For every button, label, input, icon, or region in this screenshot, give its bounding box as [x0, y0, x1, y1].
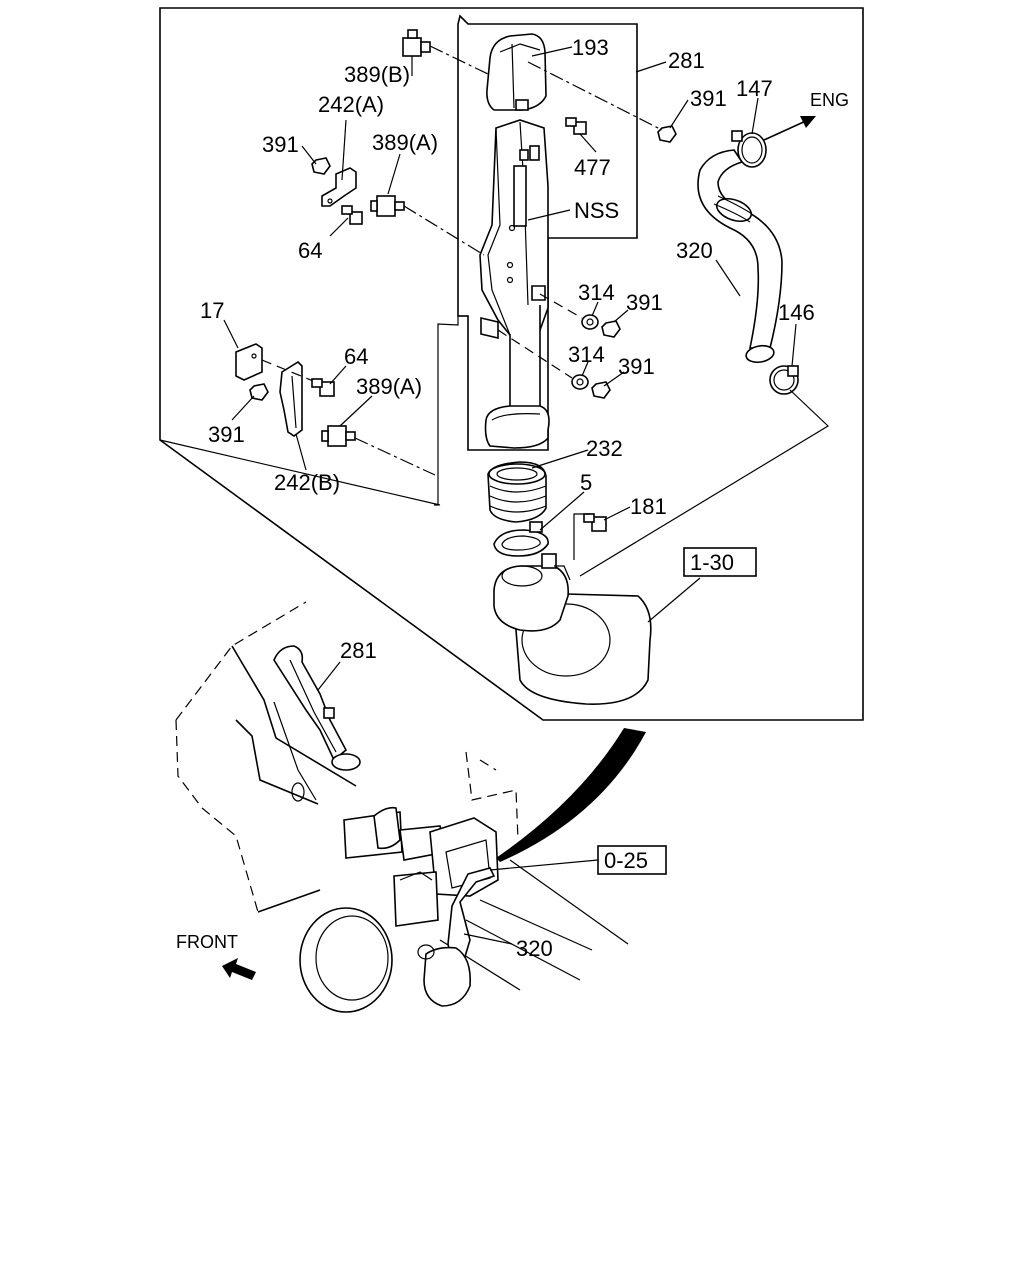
label-64-a: 64: [298, 238, 322, 263]
plate-17: [235, 343, 263, 381]
label-391-c: 391: [626, 290, 663, 315]
label-391-a: 391: [690, 86, 727, 111]
leader-389b-duct: [429, 45, 491, 76]
callout-wedge: [496, 728, 646, 862]
label-5: 5: [580, 470, 592, 495]
front-arrow: [222, 958, 256, 980]
cab-overview: [175, 601, 519, 913]
frame-bridge: [434, 315, 468, 506]
hose-clamp-146: [769, 365, 799, 395]
cab-hose-320: [417, 867, 496, 1007]
leader-389a-bottom-duct: [354, 437, 436, 476]
washer-314-b: [571, 374, 589, 390]
leader-314-duct-a: [539, 293, 583, 319]
nut-391-left: [311, 157, 331, 175]
label-477: 477: [574, 155, 611, 180]
leader-130-body: [647, 577, 701, 623]
label-leaders: [223, 46, 797, 945]
label-17: 17: [200, 298, 224, 323]
band-5: [493, 521, 549, 557]
nut-391-bottom-left: [249, 383, 269, 401]
intake-hose-320: [697, 149, 783, 364]
label-242b: 242(B): [274, 470, 340, 495]
rubber-mount-389b: [402, 29, 431, 57]
label-314-b: 314: [568, 342, 605, 367]
leader-17-bolt: [261, 359, 319, 384]
label-181: 181: [630, 494, 667, 519]
washer-314-b-hole: [576, 378, 584, 386]
bracket-242b: [279, 360, 303, 437]
label-0-25: 0-25: [604, 848, 648, 873]
ref-box-0-25: [597, 845, 667, 875]
leader-391-nut-line: [527, 61, 663, 131]
label-389a-top: 389(A): [372, 130, 438, 155]
label-391-e: 391: [208, 422, 245, 447]
nut-391-top-right: [657, 125, 677, 143]
label-242a: 242(A): [318, 92, 384, 117]
label-1-30: 1-30: [690, 550, 734, 575]
cab-duct-281: [273, 645, 361, 771]
label-391-d: 391: [618, 354, 655, 379]
label-320-top: 320: [676, 238, 713, 263]
air-intake-duct: [479, 33, 550, 449]
label-389a-bottom: 389(A): [356, 374, 422, 399]
label-146: 146: [778, 300, 815, 325]
frame-zigzag: [159, 439, 441, 506]
bolt-64-bottom: [311, 378, 335, 397]
eng-arrow-shaft: [763, 119, 809, 141]
washer-314-a: [581, 314, 599, 330]
bolt-181: [583, 513, 607, 532]
air-cleaner-assy: [493, 513, 652, 705]
bolt-64-top: [341, 205, 363, 225]
detail-frame: [159, 7, 864, 721]
rubber-mount-389a-top: [370, 195, 405, 217]
label-391-b: 391: [262, 132, 299, 157]
bolt-477: [565, 117, 587, 135]
label-64-b: 64: [344, 344, 368, 369]
washer-314-a-hole: [586, 318, 594, 326]
label-147: 147: [736, 76, 773, 101]
label-389b: 389(B): [344, 62, 410, 87]
eng-arrow-head: [800, 116, 816, 128]
label-232: 232: [586, 436, 623, 461]
label-314-a: 314: [578, 280, 615, 305]
label-193: 193: [572, 35, 609, 60]
hose-connector-line: [579, 389, 829, 577]
label-front: FRONT: [176, 932, 238, 952]
seal-232: [487, 461, 547, 523]
bracket-242a: [321, 167, 357, 207]
leader-025-hose: [489, 859, 599, 871]
leader-389a-top-duct: [403, 205, 485, 256]
nut-391-mid-b: [591, 381, 611, 399]
nss-frame: [457, 14, 638, 451]
label-281-bottom: 281: [340, 638, 377, 663]
label-eng: ENG: [810, 90, 849, 110]
ref-box-1-30: [683, 547, 757, 577]
nut-391-mid-a: [601, 320, 621, 338]
rubber-mount-389a-bottom: [321, 425, 356, 447]
label-nss: NSS: [574, 198, 619, 223]
label-281-top: 281: [668, 48, 705, 73]
leader-314-duct-b: [497, 329, 573, 379]
label-320-bottom: 320: [516, 936, 553, 961]
